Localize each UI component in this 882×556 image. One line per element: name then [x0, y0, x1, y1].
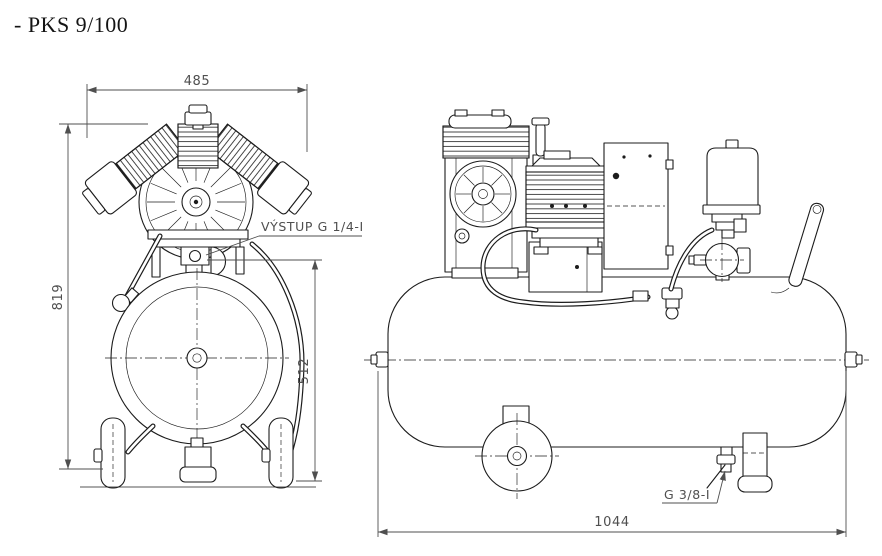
dim-outlet-value: 512: [297, 358, 312, 385]
page-title: - PKS 9/100: [14, 12, 129, 37]
electrical-box: [603, 142, 674, 270]
dimension-height-819: 819: [51, 123, 148, 470]
check-valve: [661, 287, 683, 320]
discharge-hose: [480, 226, 651, 307]
unloader-hose: [668, 227, 715, 292]
drain-cock: [706, 446, 736, 489]
outlet-fitting: [180, 246, 226, 277]
right-leg: [240, 423, 271, 455]
right-cylinder: [207, 123, 312, 215]
dimension-outlet-512: 512: [207, 259, 322, 482]
dimension-length-1044: 1044: [377, 371, 847, 537]
dimension-width-485: 485: [86, 74, 308, 152]
tank-side: [364, 276, 869, 448]
wheel-side: [475, 405, 559, 499]
dim-height-value: 819: [51, 284, 66, 311]
pressure-switch: [702, 139, 761, 239]
drain-callout: G 3/8-I: [662, 470, 726, 504]
outlet-callout: VÝSTUP G 1/4-I: [205, 219, 364, 256]
left-leg: [125, 423, 156, 455]
ball-valve: [688, 238, 751, 282]
drain-label: G 3/8-I: [664, 487, 710, 502]
handle-tube-front: [249, 241, 305, 463]
motor: [525, 150, 609, 255]
outlet-label: VÝSTUP G 1/4-I: [261, 219, 364, 234]
right-wheel: [261, 417, 294, 489]
left-cylinder: [82, 123, 187, 215]
center-foot: [179, 437, 217, 483]
side-view: 1044 G 3/8-I: [364, 109, 869, 537]
center-block: [177, 122, 219, 169]
front-view: 485 819 512 VÝSTUP G 1/4-I: [51, 74, 364, 489]
left-wheel: [93, 417, 126, 489]
dim-width-value: 485: [184, 74, 211, 89]
air-filter: [184, 104, 212, 126]
dim-length-value: 1044: [594, 515, 629, 530]
rear-foot: [737, 432, 773, 493]
left-strut: [111, 233, 163, 313]
handle-side: [770, 202, 825, 294]
